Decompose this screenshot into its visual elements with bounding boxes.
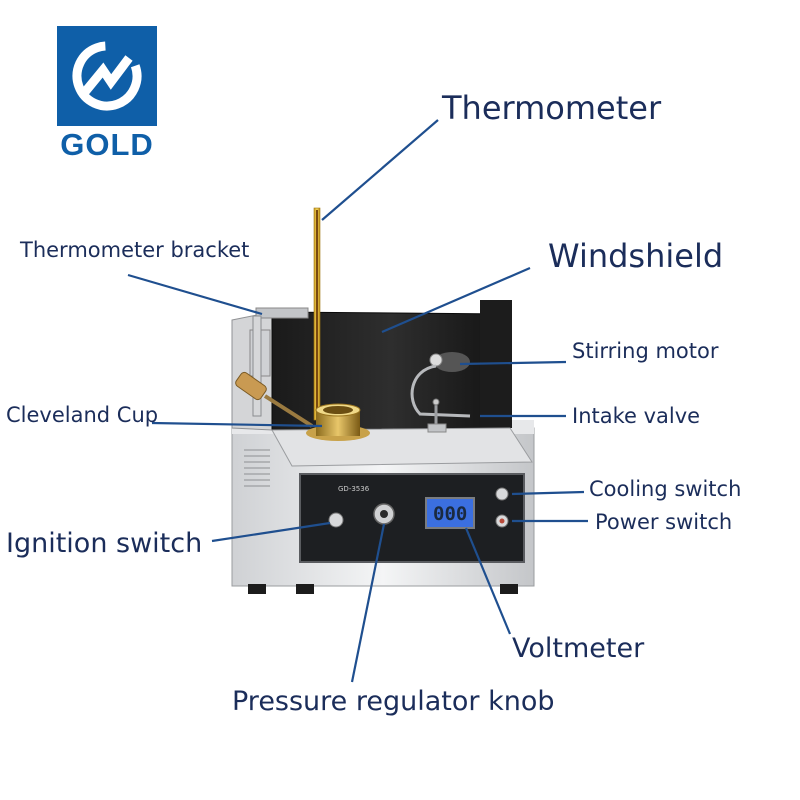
leader-stirring-motor (459, 360, 567, 366)
leader-cooling-switch (511, 490, 585, 496)
leader-thermometer (321, 119, 439, 221)
label-power-switch: Power switch (595, 510, 733, 534)
label-voltmeter: Voltmeter (512, 633, 645, 664)
label-cleveland-cup: Cleveland Cup (6, 403, 159, 427)
foot-right (500, 584, 518, 594)
thermometer-bracket-shape (235, 307, 314, 428)
label-thermometer-bracket: Thermometer bracket (20, 238, 250, 262)
leader-ignition-switch (211, 521, 331, 543)
voltmeter-reading: 000 (433, 503, 467, 525)
cleveland-cup-shape (306, 403, 370, 441)
label-pressure-regulator-knob: Pressure regulator knob (232, 686, 555, 717)
ignition-switch-shape[interactable] (328, 512, 344, 528)
windshield-shape (231, 300, 512, 431)
label-stirring-motor: Stirring motor (572, 339, 719, 363)
label-intake-valve: Intake valve (572, 404, 701, 428)
leader-windshield (381, 266, 531, 334)
gold-logo: GOLD (57, 26, 157, 162)
leader-cleveland-cup (151, 421, 323, 428)
leader-voltmeter (464, 527, 512, 635)
voltmeter-display (425, 497, 475, 529)
stirring-motor-shape (410, 352, 471, 418)
leader-pressure-regulator (350, 523, 386, 683)
logo-emblem (57, 26, 157, 126)
foot-left (248, 584, 266, 594)
label-cooling-switch: Cooling switch (589, 477, 742, 501)
brand-name: GOLD (60, 127, 154, 162)
control-panel: GD-3536 000 (299, 473, 525, 563)
foot-mid (296, 584, 314, 594)
label-thermometer: Thermometer (442, 89, 662, 127)
logo-mark-icon (72, 41, 142, 111)
intake-valve-shape (427, 398, 447, 433)
cooling-switch-shape[interactable] (495, 487, 509, 501)
label-ignition-switch: Ignition switch (6, 528, 203, 559)
thermometer-shape (313, 207, 321, 421)
label-windshield: Windshield (548, 237, 724, 275)
leader-lines (127, 119, 588, 683)
leader-thermometer-bracket (127, 273, 263, 316)
panel-model-text: GD-3536 (338, 485, 370, 493)
